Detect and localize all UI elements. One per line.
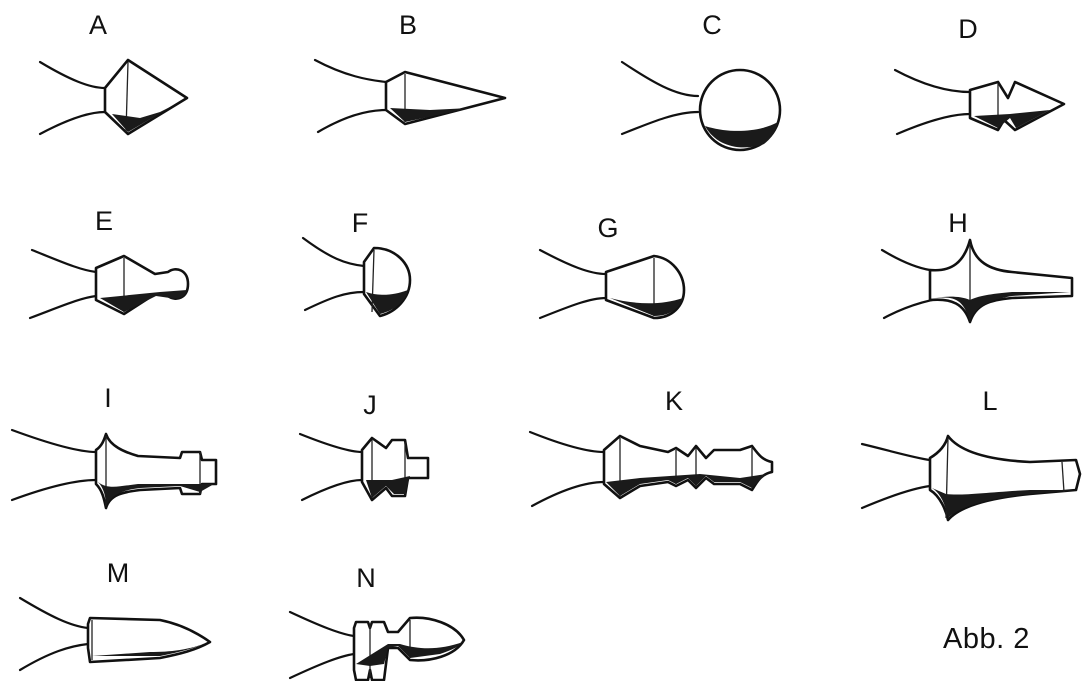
label-b: B bbox=[398, 10, 418, 40]
knob-l-drawing bbox=[860, 434, 1082, 522]
knob-g-drawing bbox=[538, 248, 686, 320]
knob-j-drawing bbox=[298, 432, 430, 502]
label-m: M bbox=[106, 558, 130, 588]
knob-d-drawing bbox=[893, 68, 1066, 136]
label-f: F bbox=[351, 208, 369, 238]
knob-h-drawing bbox=[880, 238, 1074, 324]
label-h: H bbox=[948, 208, 968, 238]
label-a: A bbox=[88, 10, 108, 40]
knob-n-drawing bbox=[288, 610, 466, 681]
label-d: D bbox=[958, 14, 978, 44]
label-j: J bbox=[363, 390, 377, 420]
knob-b-drawing bbox=[313, 58, 507, 134]
knob-i-drawing bbox=[10, 428, 218, 510]
label-g: G bbox=[597, 213, 619, 243]
knob-a-drawing bbox=[38, 58, 189, 136]
figure-caption: Abb. 2 bbox=[943, 623, 1030, 655]
knob-e-drawing bbox=[28, 248, 190, 320]
label-c: C bbox=[702, 10, 722, 40]
knob-m-drawing bbox=[18, 596, 212, 672]
knob-k-drawing bbox=[528, 430, 774, 508]
label-e: E bbox=[94, 206, 114, 236]
label-i: I bbox=[104, 383, 112, 413]
label-l: L bbox=[982, 386, 998, 416]
label-k: K bbox=[664, 386, 684, 416]
knob-f-drawing bbox=[301, 236, 412, 318]
knob-c-drawing bbox=[620, 60, 782, 152]
label-n: N bbox=[356, 563, 376, 593]
